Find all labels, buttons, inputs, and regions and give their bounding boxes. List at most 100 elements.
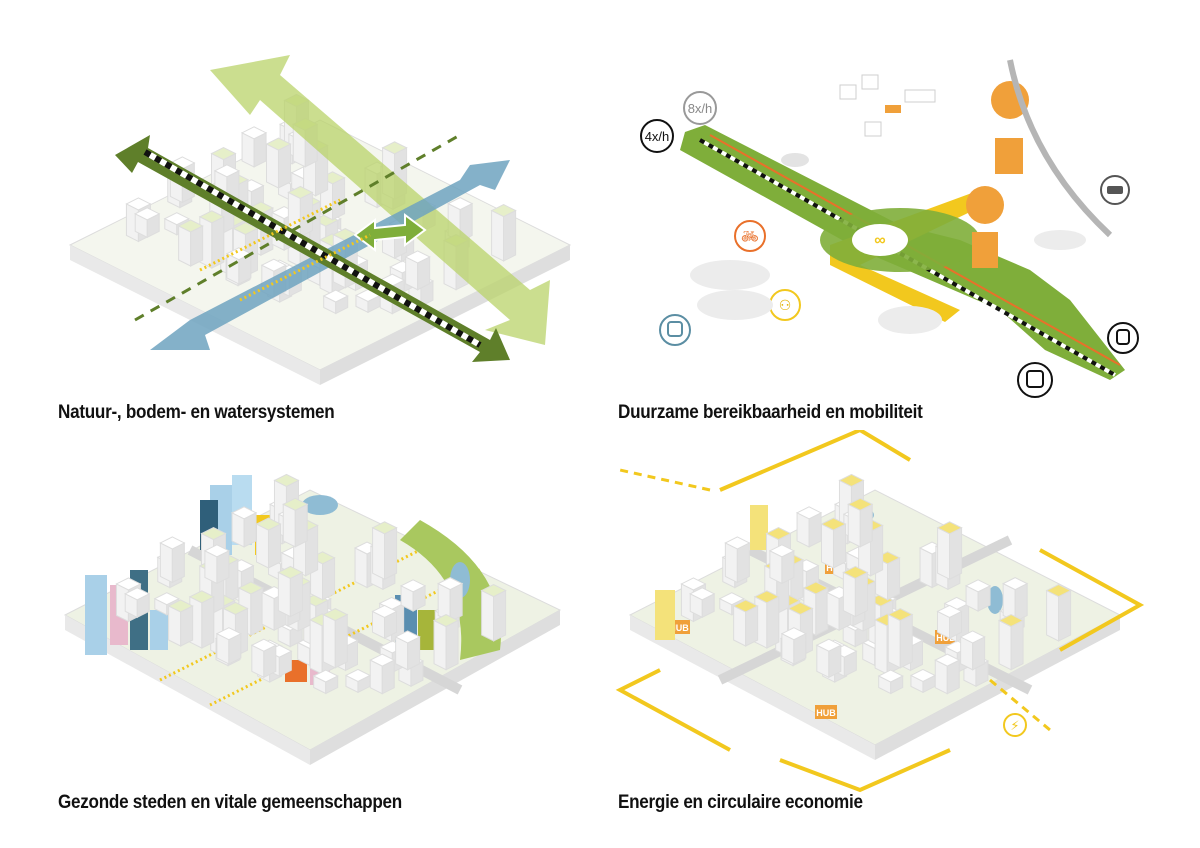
building-block xyxy=(959,630,986,671)
station-hub xyxy=(852,224,908,256)
building-block xyxy=(724,536,751,584)
caption-mobility: Duurzame bereikbaarheid en mobiliteit xyxy=(618,402,923,423)
building-block xyxy=(344,668,372,694)
building-block xyxy=(287,185,314,238)
building-block xyxy=(159,536,186,584)
building-block xyxy=(277,565,304,618)
bus-icon xyxy=(659,314,691,346)
building-block xyxy=(369,653,396,695)
building-block xyxy=(842,565,869,618)
base-side-right xyxy=(875,615,1120,760)
building-block xyxy=(432,613,460,671)
building-block xyxy=(198,210,225,269)
mobility-isometric-diagram: ∞ 8x/h 4x/h 🚲︎ ⚇ xyxy=(640,59,1139,398)
building-block xyxy=(780,627,807,665)
pond xyxy=(302,495,338,515)
train-icon xyxy=(1107,322,1139,354)
building-block xyxy=(909,668,937,694)
building-block xyxy=(437,577,464,623)
yellow-tower xyxy=(655,590,675,640)
circular-loop-arrows xyxy=(615,430,1145,793)
building-block xyxy=(936,604,963,640)
neighbourhood-cluster xyxy=(697,290,773,320)
green-dashed-route xyxy=(134,133,461,322)
building-block xyxy=(732,599,759,647)
building-block xyxy=(768,544,796,585)
caption-energy: Energie en circulaire economie xyxy=(618,792,863,813)
building-block xyxy=(177,219,204,267)
hub-building xyxy=(995,138,1023,174)
building-block xyxy=(847,497,874,548)
building-block xyxy=(753,590,780,649)
energy-circular-isometric-diagram: HUB HUB HUB HUB ⚡︎ xyxy=(615,430,1145,793)
frequency-8-label: 8x/h xyxy=(688,101,713,116)
building-block xyxy=(371,604,398,640)
frequency-8-icon xyxy=(683,91,717,125)
panel-healthy-cities xyxy=(40,430,600,830)
building-block xyxy=(250,638,277,679)
building-block xyxy=(322,608,349,669)
car-traffic-arrow xyxy=(1007,59,1113,238)
urban-program-blocks xyxy=(839,74,936,137)
train-glyph xyxy=(1116,329,1130,345)
neighbourhood-cluster xyxy=(1034,230,1086,250)
building-block xyxy=(934,653,961,695)
rail-track-line-white xyxy=(143,149,482,348)
building-block xyxy=(167,599,194,647)
energy-cycle-icon xyxy=(1003,713,1027,737)
healthy-cities-isometric-diagram xyxy=(63,473,562,765)
building-block xyxy=(215,627,242,665)
building-block xyxy=(1002,577,1029,623)
building-block xyxy=(718,592,745,616)
green-corridor-arrow xyxy=(210,55,550,345)
ecological-connection-arrow xyxy=(353,213,427,252)
orange-program-block xyxy=(885,105,901,113)
building-block xyxy=(399,579,427,612)
hub-label: HUB xyxy=(669,623,689,633)
building-block xyxy=(689,587,716,619)
panel-nature-soil-water xyxy=(40,40,600,440)
neighbourhood-cluster xyxy=(690,260,770,290)
hub-badge xyxy=(815,705,837,719)
building-block xyxy=(1045,584,1072,642)
building-block xyxy=(312,669,339,695)
building-block xyxy=(404,250,431,291)
building-block xyxy=(815,638,842,679)
rail-track-line xyxy=(143,149,482,348)
car-glyph xyxy=(1107,186,1123,194)
neighbourhood-cluster xyxy=(878,306,942,334)
nature-isometric-diagram xyxy=(68,55,572,385)
building-block xyxy=(134,207,161,239)
building-block xyxy=(877,669,904,695)
building-block xyxy=(887,608,914,669)
building-block xyxy=(936,521,963,581)
energy-exchange-dashed-arrows xyxy=(619,468,1051,732)
pedestrians-glyph: ⚇ xyxy=(779,297,792,313)
building-block xyxy=(230,506,258,548)
panel-mobility: ∞ 8x/h 4x/h 🚲︎ ⚇ xyxy=(600,40,1160,440)
base-side-left xyxy=(65,615,310,765)
lightning-glyph: ⚡︎ xyxy=(1010,718,1019,733)
building-block xyxy=(490,204,517,262)
pond xyxy=(987,586,1003,614)
building-block xyxy=(124,587,151,619)
building-block xyxy=(394,630,421,671)
building-block xyxy=(203,544,231,585)
bus-glyph-black xyxy=(1026,370,1044,388)
slow-traffic-paths xyxy=(199,198,371,302)
buildings-cluster xyxy=(115,473,507,695)
building-block xyxy=(282,497,309,548)
frequency-4-label: 4x/h xyxy=(645,129,670,144)
yellow-tower xyxy=(750,505,768,550)
caption-healthy-cities: Gezonde steden en vitale gemeenschappen xyxy=(58,792,402,813)
building-block xyxy=(255,517,282,569)
building-block xyxy=(371,521,398,581)
caption-nature: Natuur-, bodem- en watersystemen xyxy=(58,402,335,423)
building-block xyxy=(322,289,349,315)
building-block xyxy=(820,517,847,569)
building-block xyxy=(265,137,292,189)
bicycle-glyph: 🚲︎ xyxy=(741,228,759,244)
frequency-4-icon xyxy=(640,119,674,153)
hub-label: HUB xyxy=(936,633,956,643)
bus-glyph xyxy=(667,321,683,337)
